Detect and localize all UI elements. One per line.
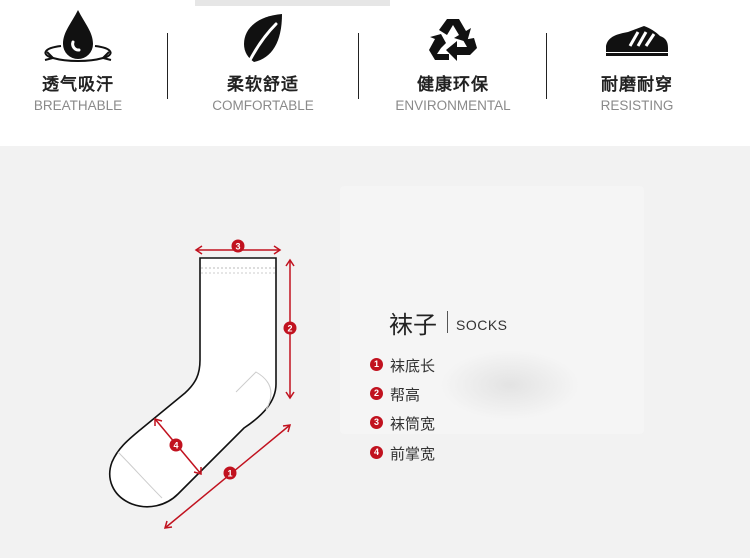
feature-environmental: 健康环保 ENVIRONMENTAL <box>363 0 543 146</box>
legend-number: 2 <box>370 387 383 400</box>
legend-label: 前掌宽 <box>390 445 436 463</box>
feature-resisting: 耐磨耐穿 RESISTING <box>547 0 727 146</box>
marker-2: 2 <box>283 321 297 335</box>
feature-title: 耐磨耐穿 <box>601 75 673 95</box>
legend-label: 袜筒宽 <box>390 415 436 433</box>
legend-number: 3 <box>370 416 383 429</box>
legend-number: 4 <box>370 446 383 459</box>
feature-divider <box>167 33 168 99</box>
svg-text:4: 4 <box>173 441 178 451</box>
legend-label: 帮高 <box>390 386 421 404</box>
feature-title: 健康环保 <box>417 75 489 95</box>
legend-label: 袜底长 <box>390 357 436 375</box>
recycle-icon <box>429 19 477 61</box>
feature-subtitle: RESISTING <box>600 98 674 113</box>
sneaker-icon <box>606 26 668 56</box>
leaf-icon <box>244 14 282 66</box>
svg-text:3: 3 <box>235 242 240 252</box>
panel-shadow <box>440 350 580 420</box>
spec-title-en: SOCKS <box>456 317 508 333</box>
legend-number: 1 <box>370 358 383 371</box>
feature-subtitle: ENVIRONMENTAL <box>395 98 511 113</box>
svg-text:1: 1 <box>227 469 232 479</box>
feature-divider <box>546 33 547 99</box>
marker-4: 4 <box>169 438 183 452</box>
spec-title: 袜子 <box>389 311 437 339</box>
marker-1: 1 <box>223 466 237 480</box>
water-drop-icon <box>44 10 112 62</box>
feature-subtitle: COMFORTABLE <box>212 98 314 113</box>
feature-divider <box>358 33 359 99</box>
feature-subtitle: BREATHABLE <box>33 98 123 113</box>
features-band <box>0 0 750 146</box>
svg-text:2: 2 <box>287 324 292 334</box>
marker-3: 3 <box>231 239 245 253</box>
feature-title: 柔软舒适 <box>227 75 299 95</box>
feature-title: 透气吸汗 <box>42 75 114 95</box>
title-separator <box>447 311 448 333</box>
feature-comfortable: 柔软舒适 COMFORTABLE <box>173 0 353 146</box>
sock-outline <box>108 257 277 508</box>
top-accent-bar <box>195 0 390 6</box>
feature-breathable: 透气吸汗 BREATHABLE <box>0 0 168 146</box>
